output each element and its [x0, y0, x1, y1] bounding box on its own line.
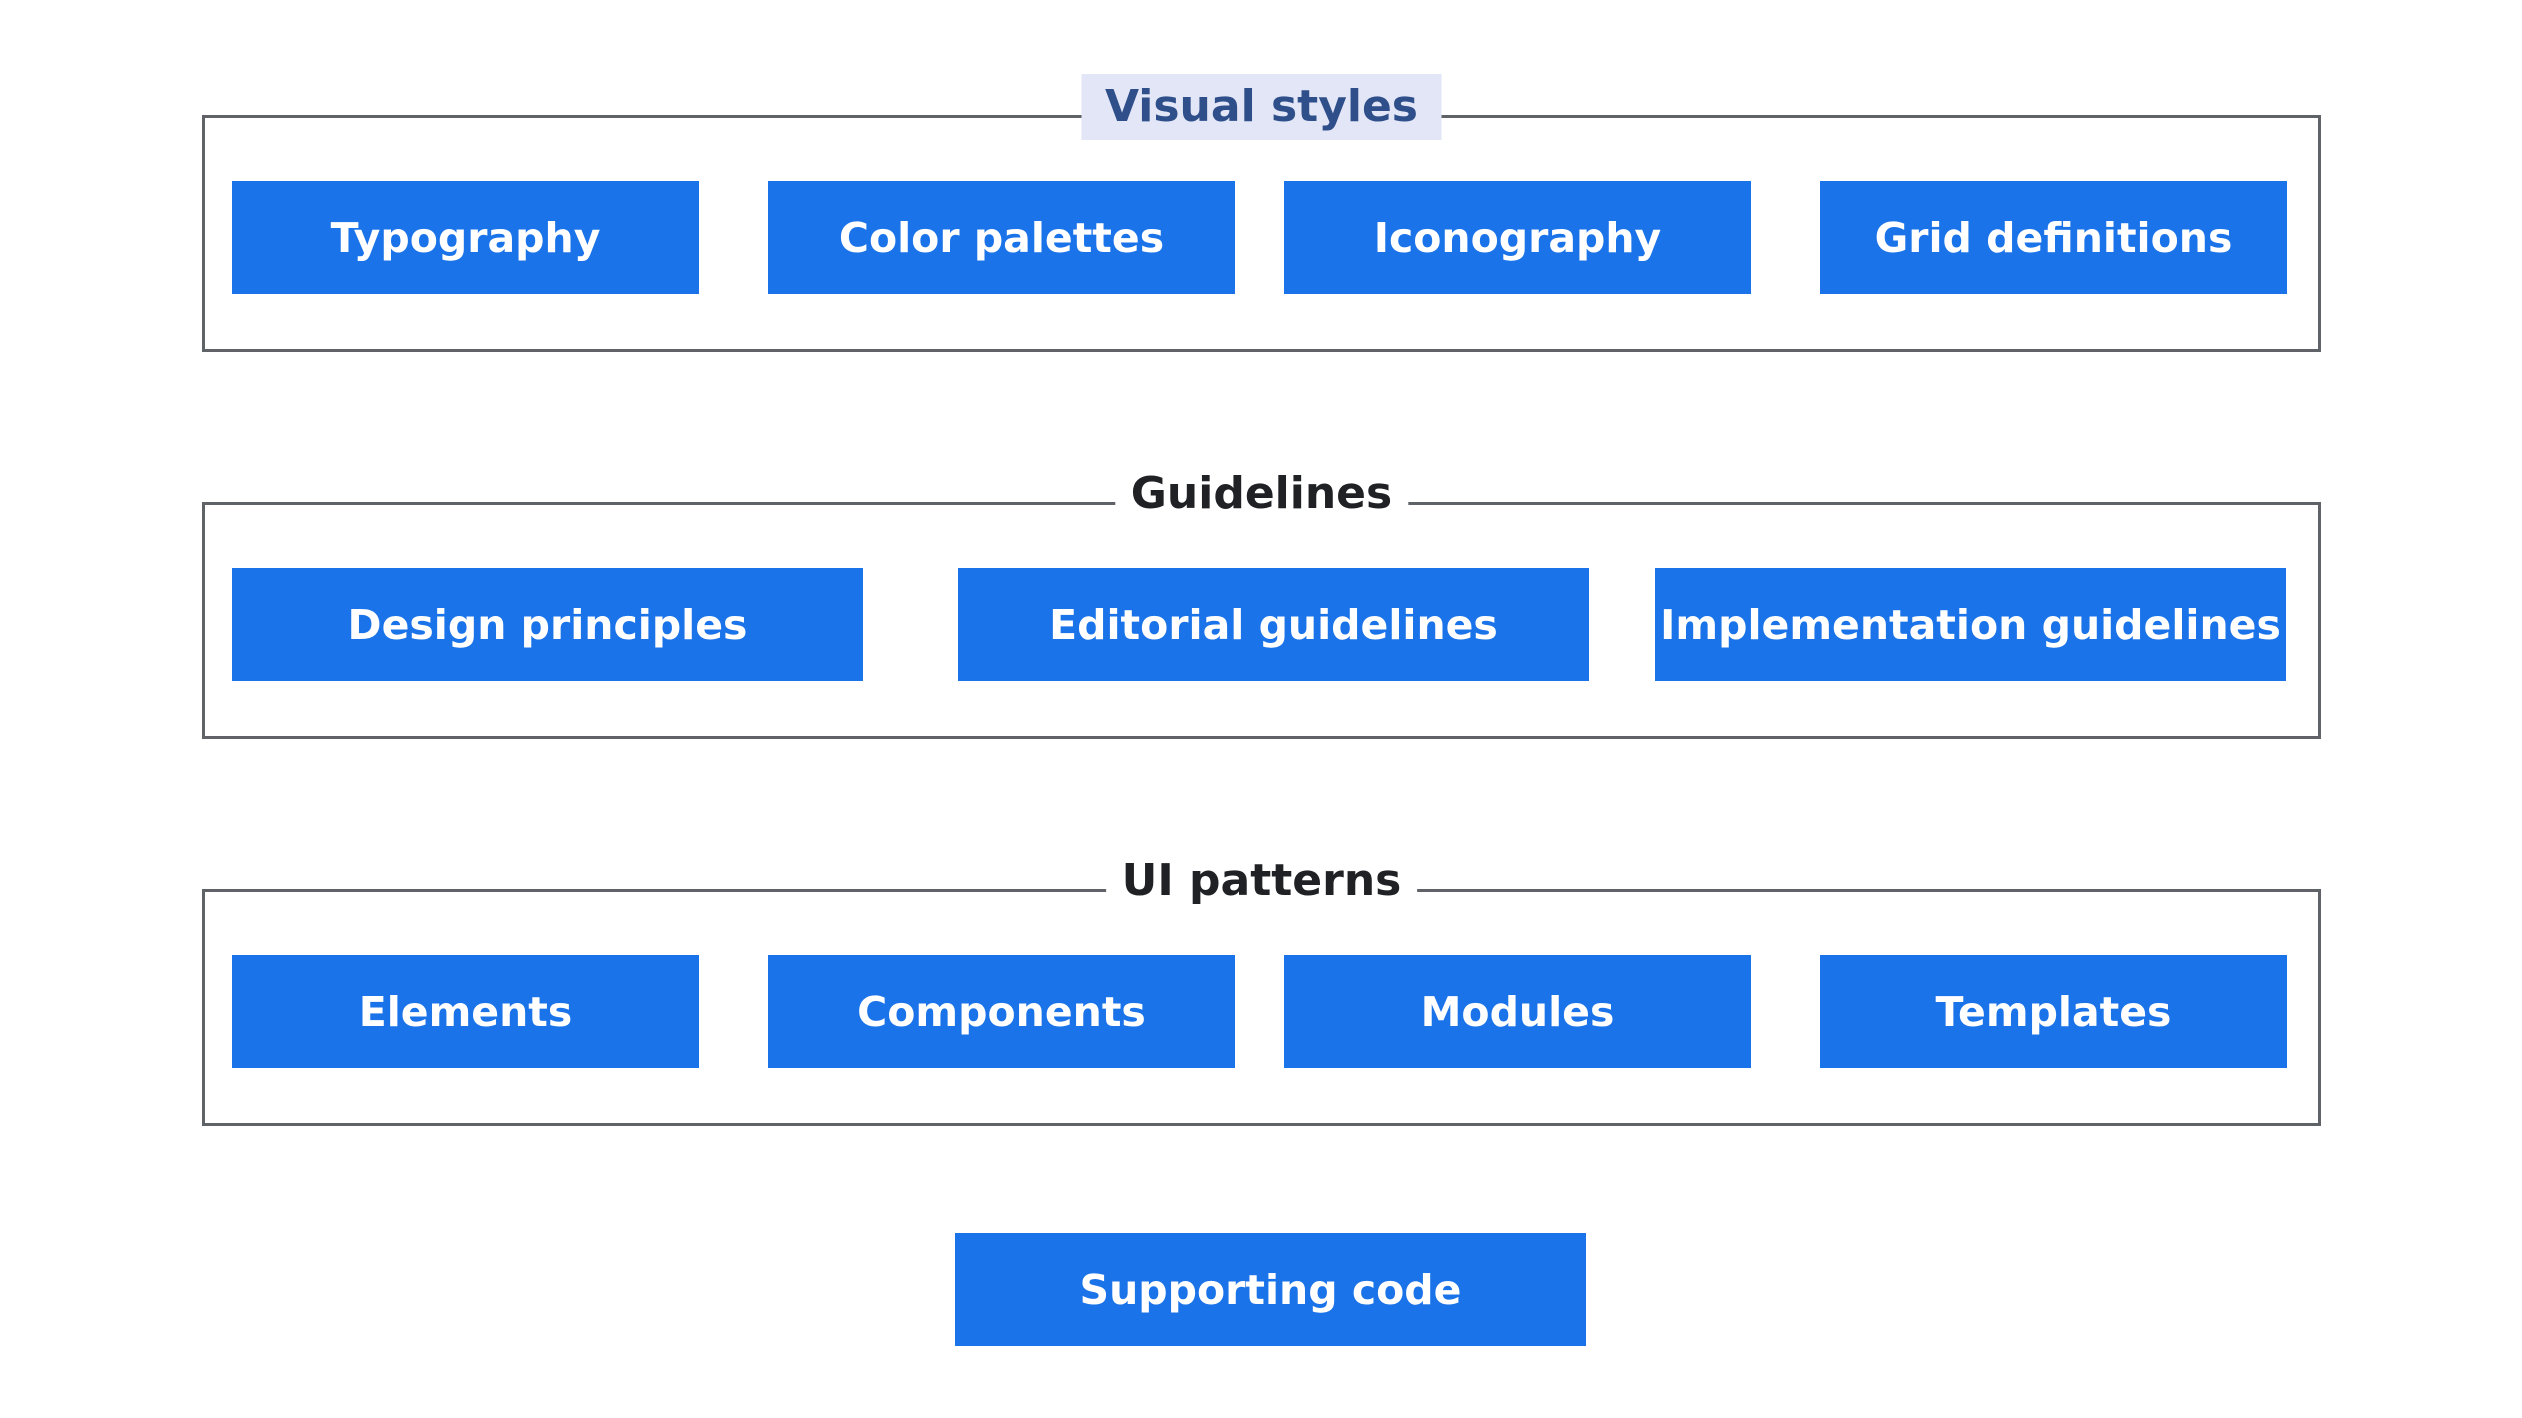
iconography-tile[interactable]: Iconography [1284, 181, 1751, 294]
color-palettes-tile[interactable]: Color palettes [768, 181, 1235, 294]
supporting-code-tile[interactable]: Supporting code [955, 1233, 1586, 1346]
design-principles-tile[interactable]: Design principles [232, 568, 863, 681]
guidelines-title: Guidelines [1114, 461, 1409, 527]
visual-styles-title: Visual styles [1081, 74, 1442, 140]
implementation-guidelines-tile[interactable]: Implementation guidelines [1655, 568, 2286, 681]
editorial-guidelines-tile[interactable]: Editorial guidelines [958, 568, 1589, 681]
ui-patterns-title: UI patterns [1105, 848, 1418, 914]
templates-tile[interactable]: Templates [1820, 955, 2287, 1068]
ui-patterns-group: UI patterns Elements Components Modules … [202, 848, 2321, 1126]
elements-tile[interactable]: Elements [232, 955, 699, 1068]
components-tile[interactable]: Components [768, 955, 1235, 1068]
grid-definitions-tile[interactable]: Grid definitions [1820, 181, 2287, 294]
visual-styles-group: Visual styles Typography Color palettes … [202, 74, 2321, 352]
guidelines-group: Guidelines Design principles Editorial g… [202, 461, 2321, 739]
typography-tile[interactable]: Typography [232, 181, 699, 294]
modules-tile[interactable]: Modules [1284, 955, 1751, 1068]
